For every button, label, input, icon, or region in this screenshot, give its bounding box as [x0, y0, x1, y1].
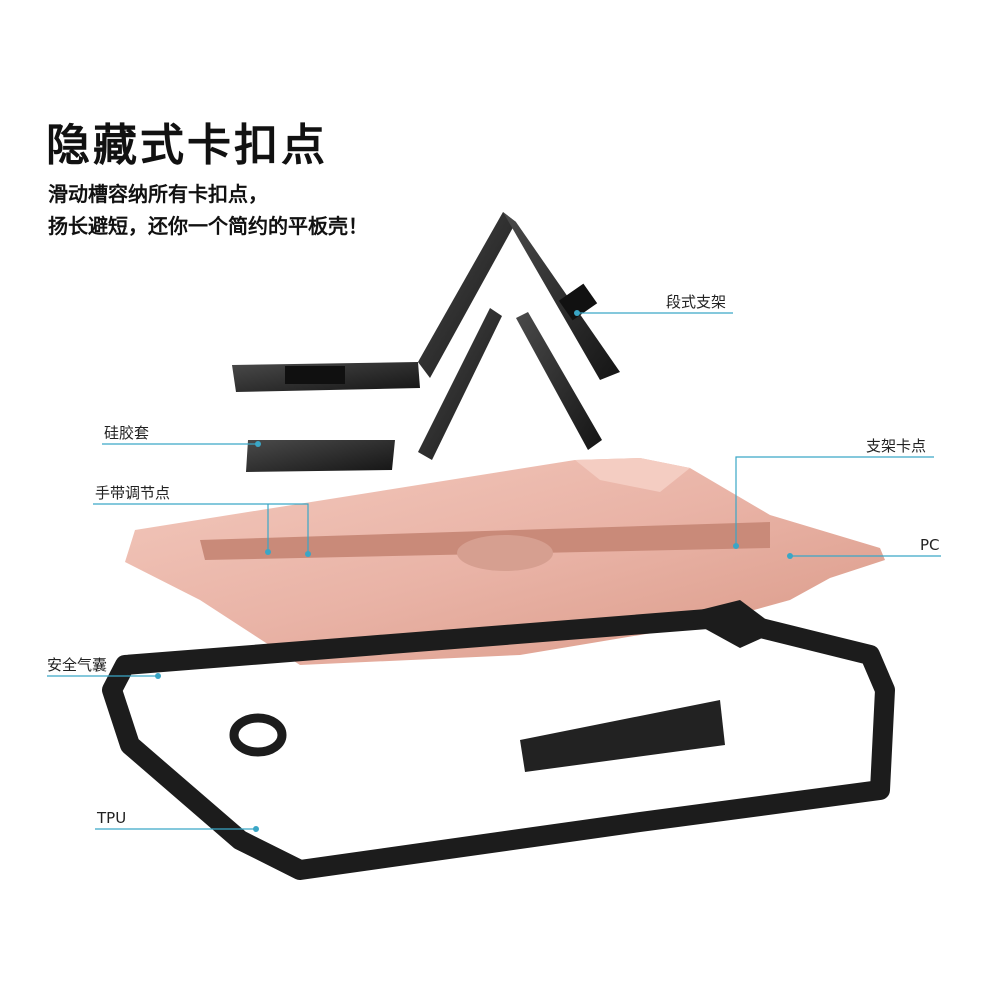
callout-dots: [155, 310, 793, 832]
stand-left-arm: [418, 212, 516, 378]
callout-clip: 支架卡点: [866, 437, 927, 455]
callout-strap: 手带调节点: [95, 484, 171, 502]
tpu-kickstand-pad: [520, 700, 725, 772]
leader-strap-right: [93, 503, 309, 554]
subheading-line-1: 滑动槽容纳所有卡扣点，: [48, 182, 268, 206]
subheading-line-2: 扬长避短，还你一个简约的平板壳！: [48, 214, 368, 238]
silicone-sleeve-part: [246, 440, 395, 472]
stand-middle-segments: [418, 308, 602, 460]
callout-stand: 段式支架: [666, 293, 727, 311]
callout-leader-lines: [47, 312, 941, 830]
stand-gear-detail: [558, 283, 598, 321]
stand-hinge-detail: [285, 366, 345, 384]
leader-clip: [735, 456, 934, 546]
pc-top-tab: [575, 458, 690, 492]
folding-stand-part: [232, 212, 620, 392]
callout-pc: PC: [920, 536, 940, 554]
callout-silicone: 硅胶套: [104, 424, 150, 442]
callout-airbag: 安全气囊: [47, 656, 108, 674]
tpu-top-corner: [680, 600, 780, 648]
callout-tpu: TPU: [97, 809, 127, 827]
pc-center-ring: [457, 535, 553, 571]
tpu-frame-part: [102, 600, 895, 880]
headline: 隐藏式卡扣点: [46, 120, 328, 171]
tpu-corner-ring: [229, 713, 287, 757]
stand-right-arm: [503, 212, 620, 380]
